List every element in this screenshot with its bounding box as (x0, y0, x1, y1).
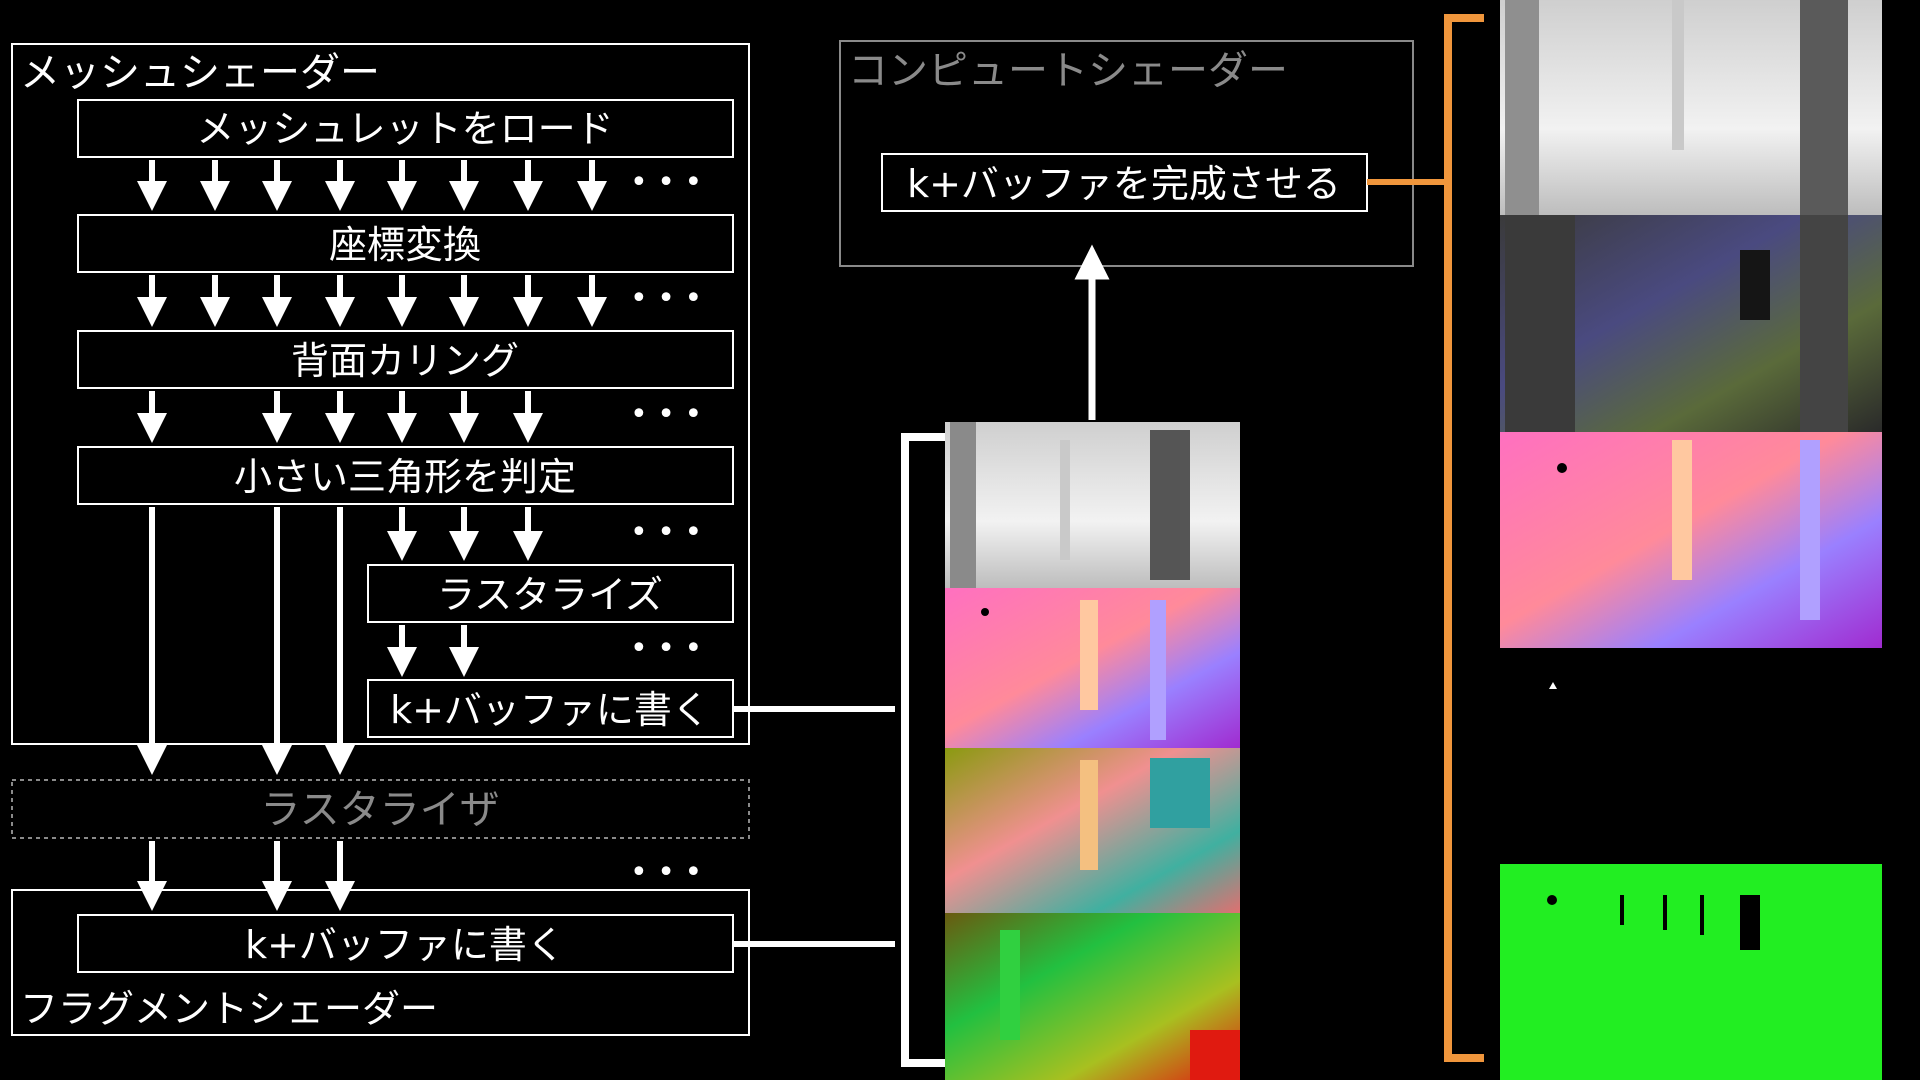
ellipsis: • • • (630, 165, 702, 200)
rasterizer-label: ラスタライザ (260, 787, 499, 833)
mesh-shader-title: メッシュシェーダー (20, 50, 380, 96)
ellipsis: • • • (630, 281, 702, 316)
fragment-shader-group: k+バッファに書く フラグメントシェーダー (11, 889, 750, 1036)
stage-backface-culling: 背面カリング (77, 330, 734, 389)
ellipsis: • • • (630, 855, 702, 890)
empty-image (1500, 648, 1882, 864)
ellipsis: • • • (630, 397, 702, 432)
depth-image (945, 422, 1240, 588)
stage-rasterize: ラスタライズ (367, 564, 734, 623)
stage-label: 小さい三角形を判定 (234, 455, 576, 499)
stage-small-triangle-test: 小さい三角形を判定 (77, 446, 734, 505)
kbuffer-bracket (901, 433, 945, 1067)
stage-label: k+バッファに書く (245, 923, 565, 967)
stage-label: k+バッファを完成させる (907, 162, 1341, 206)
mesh-shader-frame (11, 43, 750, 745)
depth-image (1500, 0, 1882, 215)
mesh-shader-group: メッシュシェーダー メッシュレットをロード 座標変換 背面カリング 小さい三角形… (11, 43, 750, 890)
stage-transform: 座標変換 (77, 214, 734, 273)
fragment-shader-frame (11, 889, 750, 1036)
stage-label: 背面カリング (291, 339, 519, 383)
connectors (733, 14, 1484, 1067)
kbuffer-images (945, 422, 1240, 1080)
compute-shader-group: コンピュートシェーダー k+バッファを完成させる (839, 40, 1414, 267)
flow-arrows (137, 160, 607, 911)
ellipsis: • • • (630, 515, 702, 550)
final-bracket (1444, 14, 1484, 1062)
ellipsis: • • • (630, 631, 702, 666)
stage-write-kbuffer-mesh: k+バッファに書く (367, 679, 734, 738)
normal-image (945, 588, 1240, 748)
normal-image (1500, 432, 1882, 648)
stage-label: メッシュレットをロード (196, 107, 613, 151)
stage-label: 座標変換 (329, 223, 481, 267)
albedo-image (1500, 215, 1882, 432)
fragment-shader-title: フラグメントシェーダー (20, 987, 438, 1031)
stage-write-kbuffer-fragment: k+バッファに書く (77, 914, 734, 973)
rasterizer-stage: ラスタライザ (11, 779, 750, 839)
attribute-image (945, 748, 1240, 913)
uv-image (945, 913, 1240, 1080)
compute-shader-title: コンピュートシェーダー (848, 48, 1288, 94)
stage-label: ラスタライズ (437, 573, 663, 617)
final-images (1500, 0, 1882, 1080)
mask-image (1500, 864, 1882, 1080)
stage-finalize-kbuffer: k+バッファを完成させる (881, 153, 1368, 212)
ellipsis-group: • • • • • • • • • • • • • • • • • • (630, 165, 702, 890)
stage-label: k+バッファに書く (390, 688, 710, 732)
stage-load-meshlets: メッシュレットをロード (77, 99, 734, 158)
